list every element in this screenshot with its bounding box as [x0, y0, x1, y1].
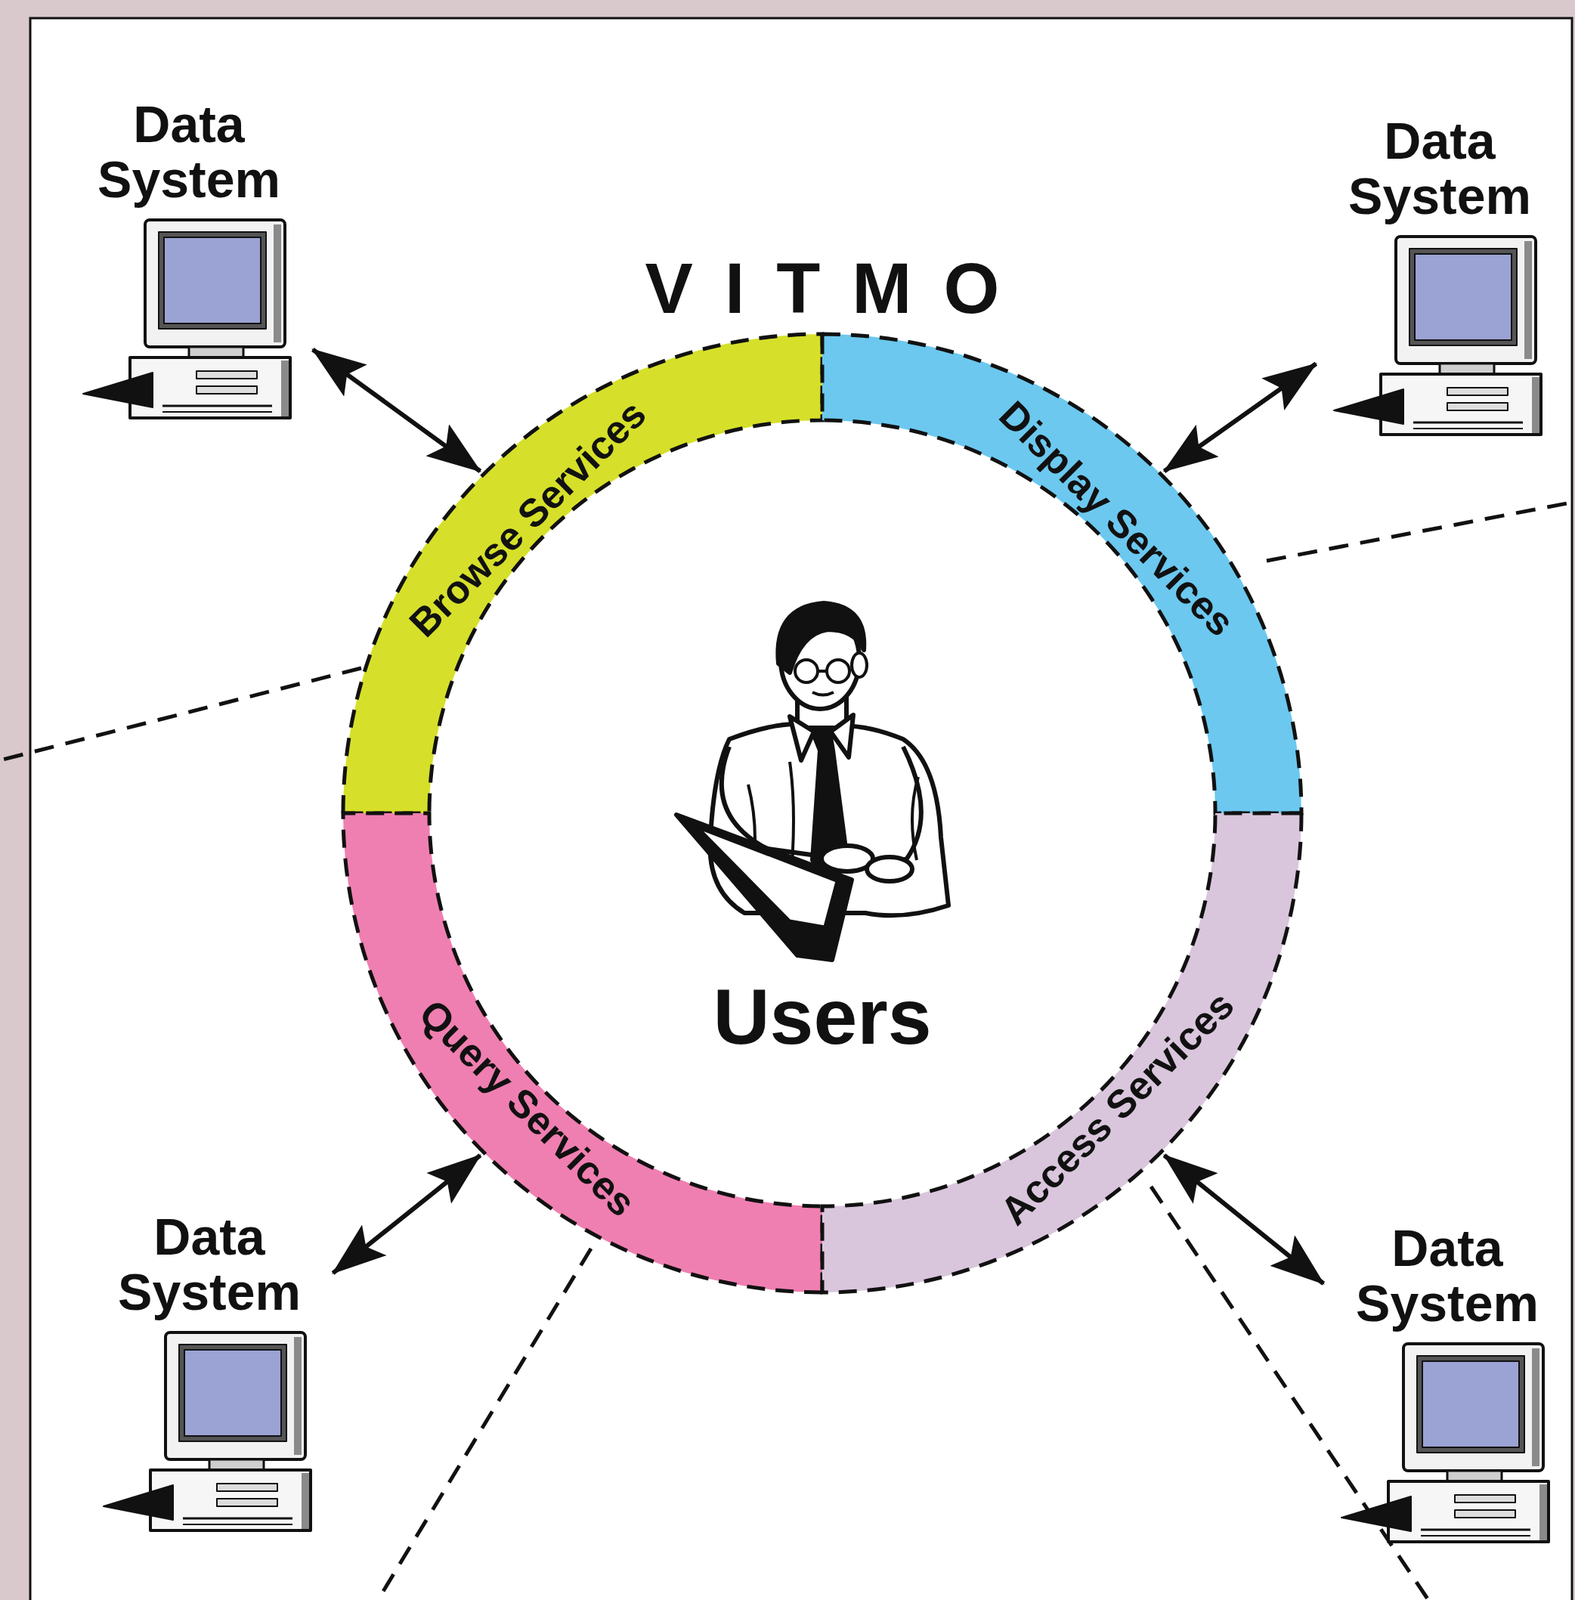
double-arrow [333, 1155, 481, 1274]
band-shape [343, 334, 823, 814]
node-label: Data System [1326, 1220, 1569, 1332]
service-band: Browse Services [343, 334, 823, 814]
data-system: Data System [88, 1209, 331, 1535]
double-arrow [1164, 363, 1317, 471]
node-label: Data System [1318, 113, 1561, 225]
band-outline [343, 334, 823, 814]
leader-line [1151, 1186, 1429, 1600]
band-label: Browse Services [402, 392, 653, 644]
leader-line [377, 1248, 592, 1600]
computer-icon [103, 1330, 316, 1535]
band-label: Access Services [993, 984, 1241, 1232]
data-system: Data System [68, 96, 310, 423]
computer-icon [1341, 1342, 1554, 1547]
double-arrow [1164, 1155, 1325, 1285]
users-label: Users [712, 977, 932, 1056]
band-outline [822, 334, 1302, 814]
band-shape [822, 334, 1302, 814]
leader-line [0, 668, 362, 761]
data-system: Data System [1326, 1220, 1569, 1547]
leader-line [1266, 501, 1575, 561]
diagram-title: VITMO [613, 252, 1032, 325]
computer-icon [83, 218, 295, 423]
band-label: Display Services [993, 393, 1242, 643]
node-label: Data System [68, 96, 310, 208]
node-label: Data System [88, 1209, 331, 1321]
user-figure [676, 603, 949, 960]
computer-icon [1333, 235, 1546, 440]
panel [30, 18, 1572, 1600]
service-band: Display Services [822, 334, 1302, 814]
data-system: Data System [1318, 113, 1561, 440]
double-arrow [312, 349, 481, 471]
leader-lines [0, 501, 1575, 1600]
